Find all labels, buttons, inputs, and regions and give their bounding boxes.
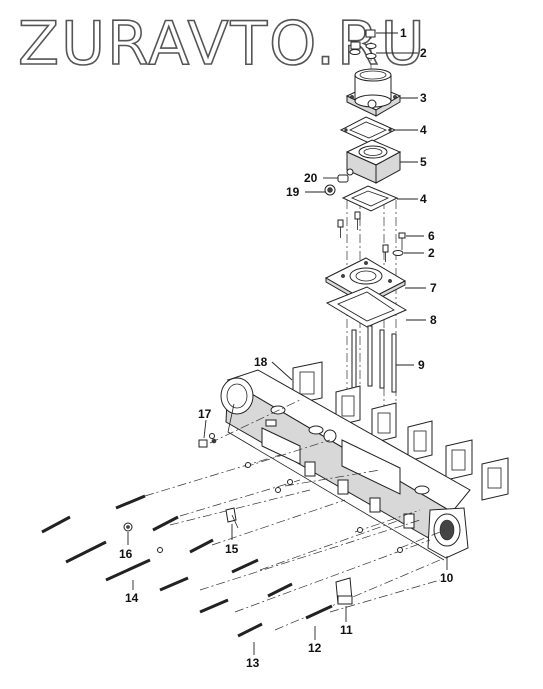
port-gaskets-part-18 — [292, 361, 509, 501]
callout-5: 5 — [420, 155, 427, 169]
callout-14: 14 — [125, 591, 139, 605]
callout-18: 18 — [254, 355, 268, 369]
nut-part-1 — [350, 29, 376, 50]
washer-part-16 — [123, 522, 133, 532]
callout-4: 4 — [420, 123, 427, 137]
gasket-part-8 — [325, 286, 408, 328]
gasket-part-4-lower — [341, 185, 399, 212]
callout-9: 9 — [418, 358, 425, 372]
callout-19: 19 — [286, 185, 300, 199]
callout-4b: 4 — [420, 192, 427, 206]
plug-part-20 — [337, 174, 349, 183]
callout-20: 20 — [304, 171, 318, 185]
bolt-part-12 — [305, 604, 333, 620]
long-bolts-part-13 — [41, 494, 293, 638]
callout-labels: 1 2 3 4 5 4 20 19 6 2 7 8 9 18 17 10 16 … — [119, 26, 454, 670]
bolt-axis-lines — [144, 399, 446, 631]
washer-part-2 — [349, 43, 377, 59]
callout-16: 16 — [119, 547, 133, 561]
bracket-part-11 — [335, 577, 353, 605]
callout-10: 10 — [440, 571, 454, 585]
callout-17: 17 — [198, 407, 212, 421]
nut-part-19 — [324, 184, 336, 196]
callout-1: 1 — [400, 26, 407, 40]
callout-8: 8 — [430, 313, 437, 327]
washer-part-2-right — [392, 250, 404, 256]
callout-3: 3 — [420, 91, 427, 105]
callout-2: 2 — [420, 46, 427, 60]
studs-part-9 — [351, 325, 397, 393]
callout-7: 7 — [430, 281, 437, 295]
long-bolts-part-14 — [65, 540, 151, 582]
callout-11: 11 — [340, 623, 353, 637]
callout-6: 6 — [428, 229, 435, 243]
callout-2b: 2 — [428, 246, 435, 260]
callout-12: 12 — [308, 641, 322, 655]
watermark-text: ZURAVTO.RU — [18, 9, 427, 79]
bolt-part-6 — [398, 232, 406, 250]
leader-lines — [127, 32, 448, 655]
small-washers — [157, 433, 403, 553]
nut-part-17 — [198, 438, 217, 448]
gasket-part-4-upper — [339, 116, 397, 144]
callout-15: 15 — [225, 542, 239, 556]
callout-13: 13 — [246, 656, 260, 670]
bolts-above-plate — [337, 211, 389, 262]
adapter-block-part-5 — [345, 139, 402, 184]
clip-part-15 — [225, 507, 239, 529]
flange-elbow-part-3 — [345, 68, 402, 117]
